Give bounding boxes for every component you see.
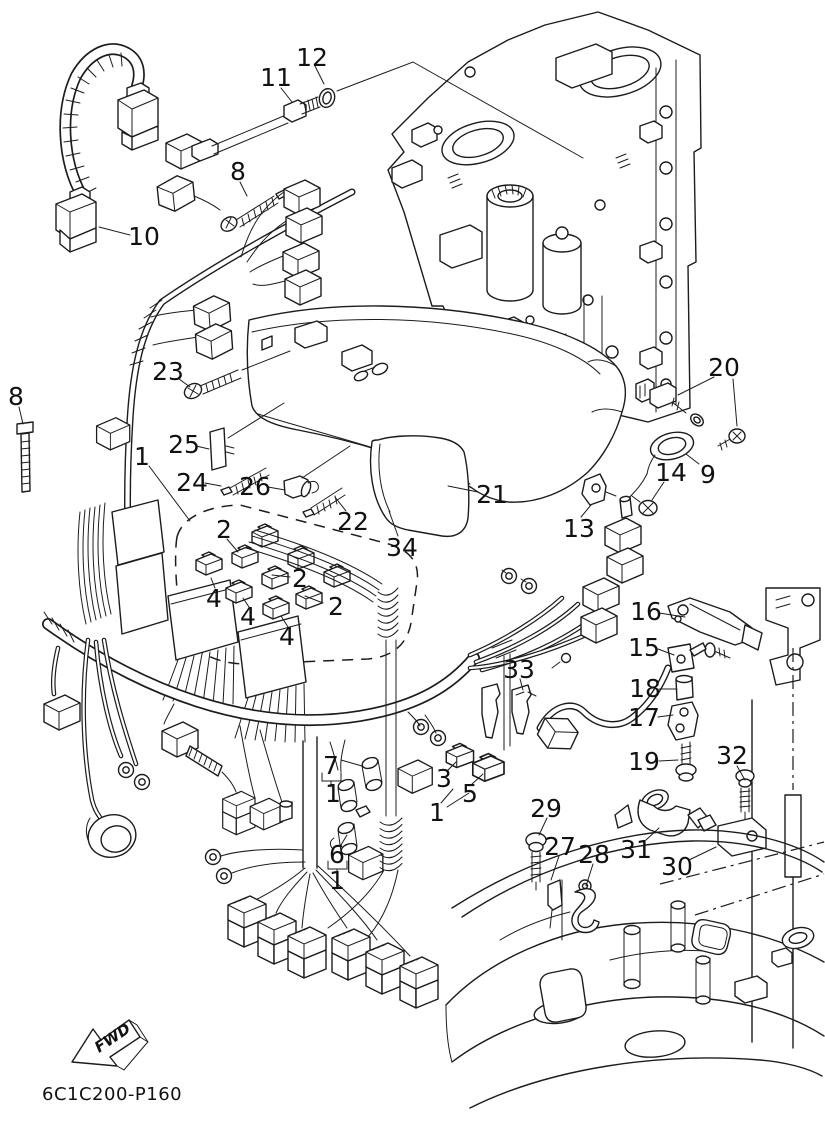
callout-8-6: 8 [8, 382, 24, 411]
callout-4-21: 4 [240, 602, 256, 631]
callout-19-27: 19 [628, 747, 660, 776]
callout-14-12: 14 [655, 458, 687, 487]
harness-assembly-drawing [77, 499, 419, 743]
callout-1-32: 1 [429, 798, 445, 827]
callout-4-20: 4 [206, 584, 222, 613]
leader-lines [18, 61, 746, 887]
callout-7-38: 7 [323, 751, 339, 780]
callout-12-0: 12 [296, 43, 328, 72]
callout-3-30: 3 [436, 764, 452, 793]
oil-sensor-drawing [581, 378, 746, 519]
callout-22-15: 22 [337, 507, 369, 536]
fwd-arrow-icon: FWD [71, 1019, 149, 1071]
callout-1-41: 1 [329, 866, 345, 895]
callout-6-40: 6 [329, 840, 345, 869]
callout-17-26: 17 [628, 703, 660, 732]
callout-31-36: 31 [620, 835, 652, 864]
callout-20-5: 20 [708, 353, 740, 382]
callout-23-4: 23 [152, 357, 184, 386]
callout-2-18: 2 [292, 564, 308, 593]
callout-28-35: 28 [578, 840, 610, 869]
callout-32-28: 32 [716, 741, 748, 770]
callout-24-9: 24 [176, 468, 208, 497]
callout-4-22: 4 [279, 622, 295, 651]
callout-15-24: 15 [628, 633, 660, 662]
callout-1-39: 1 [325, 779, 341, 808]
callout-18-25: 18 [629, 674, 661, 703]
drawing-code: 6C1C200-P160 [42, 1084, 182, 1105]
callout-2-19: 2 [328, 592, 344, 621]
callout-21-14: 21 [476, 480, 508, 509]
callout-34-16: 34 [386, 533, 418, 562]
callout-8-2: 8 [230, 157, 246, 186]
callout-27-34: 27 [544, 832, 576, 861]
callout-30-37: 30 [661, 852, 693, 881]
callout-13-13: 13 [563, 514, 595, 543]
bottom-cowling-drawing [445, 829, 825, 1109]
lower-harness-drawing [42, 517, 644, 1009]
callout-10-3: 10 [128, 222, 160, 251]
callout-2-17: 2 [216, 515, 232, 544]
bolt8-top-drawing [155, 173, 288, 232]
callout-9-11: 9 [700, 460, 716, 489]
callout-1-8: 1 [134, 442, 150, 471]
lever-switch-drawing [533, 587, 821, 1049]
remote-cable-drawing [55, 43, 159, 253]
sensor-lead-drawing [165, 87, 336, 170]
callout-26-10: 26 [239, 472, 271, 501]
callout-5-31: 5 [462, 779, 478, 808]
callout-29-33: 29 [530, 794, 562, 823]
apron-drawing [183, 305, 627, 538]
callout-16-23: 16 [630, 597, 662, 626]
callout-25-7: 25 [168, 430, 200, 459]
callout-33-29: 33 [503, 655, 535, 684]
callout-11-1: 11 [260, 63, 292, 92]
